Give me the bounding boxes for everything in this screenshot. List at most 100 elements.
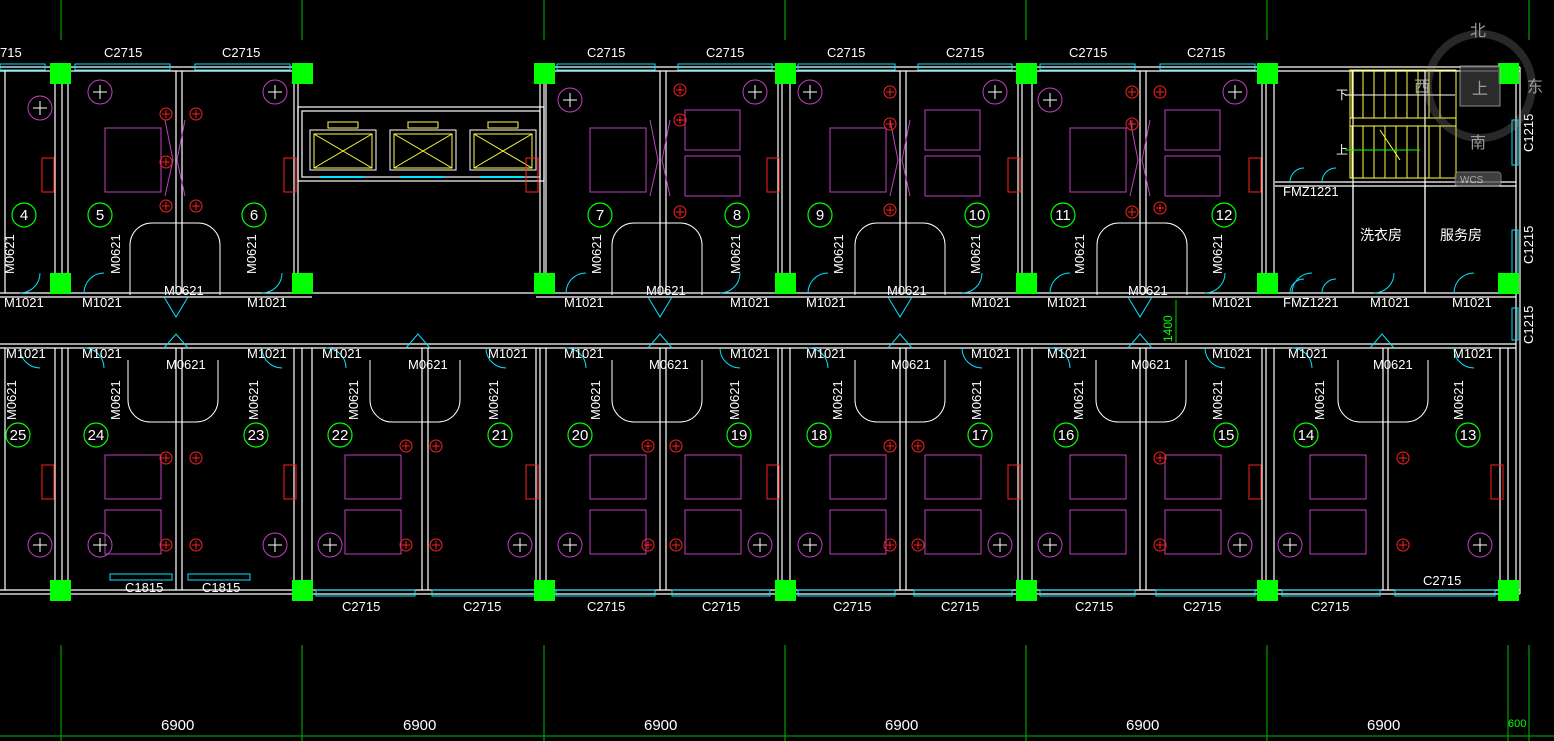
compass-north[interactable]: 北 (1470, 21, 1486, 40)
wc-door (647, 333, 673, 349)
door-label-m0621: M0621 (1131, 357, 1171, 372)
view-cube-top-face[interactable]: 上 (1472, 79, 1488, 98)
bed (344, 454, 402, 500)
stair: 下 上 (1336, 69, 1457, 179)
compass-west[interactable]: 西 (1414, 77, 1430, 96)
structural-column (292, 273, 313, 294)
bath-partition (1337, 360, 1429, 423)
bed (684, 509, 742, 555)
structural-column (1257, 273, 1278, 294)
curtain (889, 119, 911, 197)
light-fixture (883, 117, 897, 131)
compass-east[interactable]: 东 (1527, 77, 1543, 96)
window-label-top: C2715 (706, 45, 744, 60)
door-swing (961, 272, 983, 294)
corridor-dimension: 1400 (1161, 315, 1175, 342)
door-label-m1021: M1021 (564, 295, 604, 310)
door-label-m0621-vertical: M0621 (2, 234, 17, 274)
window-label-bottom: C2715 (1075, 599, 1113, 614)
bed (1164, 509, 1222, 555)
room-number-circle (87, 202, 113, 228)
room-number-circle (567, 422, 593, 448)
armchair (557, 532, 583, 558)
bed (829, 454, 887, 500)
wc-door (887, 333, 913, 349)
wardrobe (766, 464, 780, 500)
armchair (87, 532, 113, 558)
light-fixture (429, 538, 443, 552)
light-fixture (669, 439, 683, 453)
room-number: 11 (1050, 202, 1076, 228)
bay-dimension: 6900 (885, 717, 918, 734)
armchair (747, 532, 773, 558)
room-number-circle (487, 422, 513, 448)
armchair (262, 79, 288, 105)
bay-dimension: 6900 (1126, 717, 1159, 734)
wcs-button[interactable]: WCS (1460, 175, 1484, 186)
room-number-circle (1050, 202, 1076, 228)
door-label-m0621: M0621 (1373, 357, 1413, 372)
room-number: 14 (1293, 422, 1319, 448)
elevator-1 (309, 121, 377, 171)
window-bottom (555, 589, 656, 597)
bed (104, 509, 162, 555)
bed (1309, 509, 1367, 555)
room-number-text: 7 (596, 207, 604, 224)
bed (684, 155, 741, 197)
door-swing (1453, 272, 1475, 294)
armchair (557, 87, 583, 113)
wardrobe (1007, 464, 1021, 500)
bath-partition (1095, 360, 1187, 423)
bed (924, 109, 981, 151)
room-number: 7 (587, 202, 613, 228)
door-label-m1021: M1021 (322, 346, 362, 361)
bed (1164, 109, 1221, 151)
door-label-m0621: M0621 (408, 357, 448, 372)
room-number: 12 (1211, 202, 1237, 228)
curtain (649, 119, 671, 197)
room-number-text: 18 (811, 427, 828, 444)
compass-south[interactable]: 南 (1470, 133, 1486, 152)
laundry-room-label: 洗衣房 (1360, 228, 1402, 244)
door-label-m1021: M1021 (1370, 295, 1410, 310)
room-number: 19 (726, 422, 752, 448)
door-label-m0621-vertical: M0621 (1072, 234, 1087, 274)
door-swing (1049, 272, 1071, 294)
room-number-circle (1213, 422, 1239, 448)
bath-partition (611, 360, 703, 423)
door-label-m0621: M0621 (887, 283, 927, 298)
fire-door-swing (1321, 167, 1337, 183)
room-number-text: 14 (1298, 427, 1315, 444)
bed (589, 454, 647, 500)
door-label-m0621: M0621 (646, 283, 686, 298)
room-number: 8 (724, 202, 750, 228)
bed (1164, 454, 1222, 500)
light-fixture (1153, 451, 1167, 465)
wardrobe (1248, 157, 1262, 193)
room-number-text: 25 (10, 427, 27, 444)
structural-column (50, 273, 71, 294)
room-number-circle (1293, 422, 1319, 448)
bed (924, 509, 982, 555)
window-label-bottom: C2715 (702, 599, 740, 614)
door-label-m0621: M0621 (164, 283, 204, 298)
bath-partition (369, 360, 461, 423)
structural-column (50, 580, 71, 601)
window-right (1511, 229, 1519, 276)
window-top (556, 63, 656, 71)
door-swing (19, 347, 41, 369)
light-fixture (159, 199, 173, 213)
wardrobe (1007, 157, 1021, 193)
light-fixture (883, 85, 897, 99)
view-cube[interactable]: 上 北 南 东 西 WCS (1414, 21, 1543, 187)
room-number: 13 (1455, 422, 1481, 448)
light-fixture (669, 538, 683, 552)
door-label-m0621-vertical: M0621 (831, 234, 846, 274)
structural-column (775, 273, 796, 294)
fire-door-swing (1321, 278, 1337, 294)
armchair (797, 79, 823, 105)
structural-column (1498, 273, 1519, 294)
door-label-m0621-vertical: M0621 (246, 380, 261, 420)
window-bottom (1039, 589, 1136, 597)
